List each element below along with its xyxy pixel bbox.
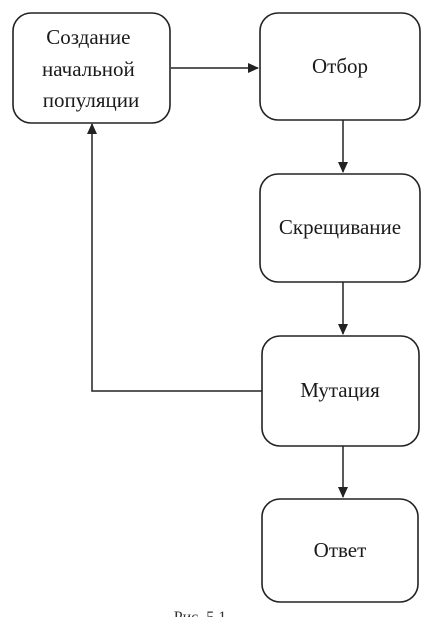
node-create-label: Создание начальной популяции — [42, 25, 140, 112]
node-create-line-1: Создание — [46, 25, 130, 49]
edge-mutation-to-create — [87, 123, 262, 392]
node-mutation: Мутация — [261, 335, 420, 447]
node-crossover-label: Скрещивание — [279, 215, 401, 239]
node-create-population: Создание начальной популяции — [12, 12, 171, 124]
node-answer-label: Ответ — [314, 538, 367, 562]
node-selection: Отбор — [259, 12, 421, 121]
node-selection-label: Отбор — [312, 54, 368, 78]
node-create-line-3: популяции — [43, 88, 139, 112]
node-crossover: Скрещивание — [259, 173, 421, 283]
node-mutation-label: Мутация — [300, 378, 380, 402]
figure-caption: Рис. 5.1 — [174, 609, 227, 617]
node-create-line-2: начальной — [42, 57, 135, 81]
node-answer: Ответ — [261, 498, 419, 603]
